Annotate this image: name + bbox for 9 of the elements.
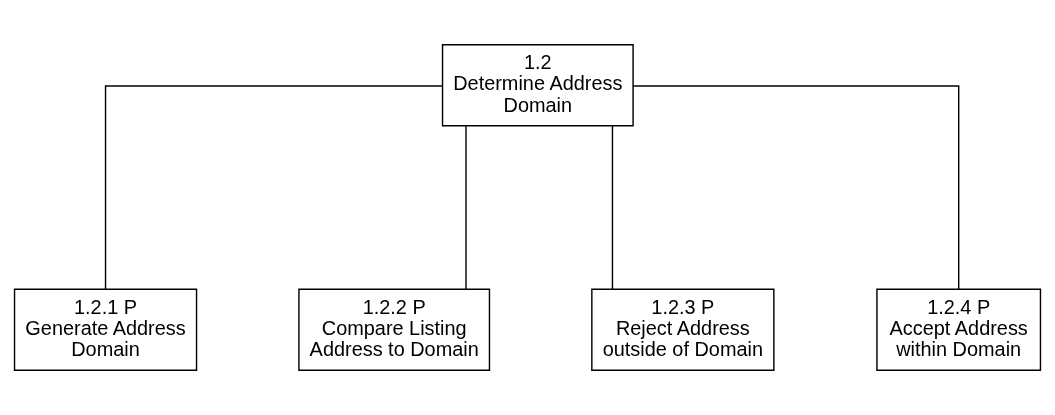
node-box: 1.2.2 P Compare Listing Address to Domain (298, 288, 491, 371)
node-box: 1.2.1 P Generate Address Domain (13, 288, 198, 371)
connector (611, 125, 614, 290)
node-box: 1.2.3 P Reject Address outside of Domain (591, 288, 775, 371)
node-box: 1.2 Determine Address Domain (441, 44, 634, 127)
connector (104, 85, 444, 290)
connector (632, 85, 960, 290)
node-box: 1.2.4 P Accept Address within Domain (876, 288, 1042, 371)
connector (465, 125, 467, 290)
